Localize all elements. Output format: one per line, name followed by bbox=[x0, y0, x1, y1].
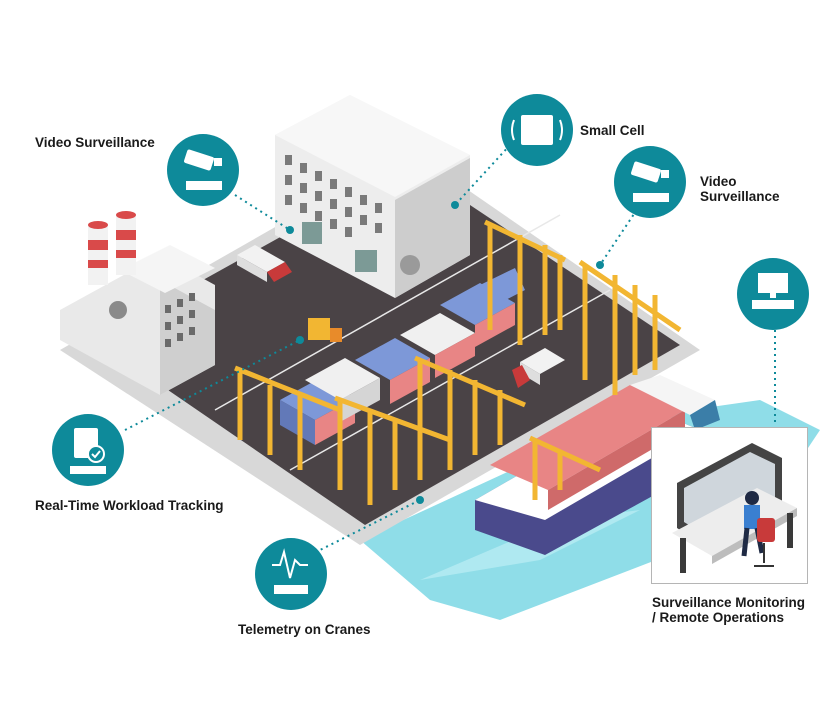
connector-lines bbox=[124, 144, 776, 556]
label-line: Video bbox=[700, 174, 737, 189]
label-line: / Remote Operations bbox=[652, 610, 785, 625]
cargo-ship bbox=[475, 385, 700, 555]
small-cell-icon[interactable] bbox=[501, 94, 573, 166]
office-building bbox=[275, 95, 470, 298]
control-room-inset bbox=[651, 427, 808, 584]
label-remote-operations: Surveillance Monitoring / Remote Operati… bbox=[652, 595, 805, 625]
road-line bbox=[214, 214, 561, 411]
control-room-illustration bbox=[672, 443, 797, 573]
factory bbox=[60, 211, 215, 395]
cranes bbox=[234, 219, 682, 505]
label-video-surveillance-left: Video Surveillance bbox=[35, 135, 155, 150]
telemetry-icon[interactable] bbox=[255, 538, 327, 610]
tug-boat bbox=[630, 375, 720, 430]
connector-dots bbox=[286, 201, 604, 504]
label-line: Surveillance Monitoring bbox=[652, 595, 806, 610]
label-line: Surveillance bbox=[700, 189, 780, 204]
truck bbox=[237, 245, 292, 282]
clipboard-check-icon[interactable] bbox=[52, 414, 124, 486]
camera-icon[interactable] bbox=[167, 134, 239, 206]
computer-icon[interactable] bbox=[737, 258, 809, 330]
forklift bbox=[308, 318, 342, 342]
label-telemetry: Telemetry on Cranes bbox=[238, 622, 371, 637]
label-small-cell: Small Cell bbox=[580, 123, 645, 138]
camera-icon[interactable] bbox=[614, 146, 686, 218]
label-video-surveillance-right: Video Surveillance bbox=[700, 174, 780, 204]
label-realtime-tracking: Real-Time Workload Tracking bbox=[35, 498, 224, 513]
truck bbox=[512, 348, 565, 388]
